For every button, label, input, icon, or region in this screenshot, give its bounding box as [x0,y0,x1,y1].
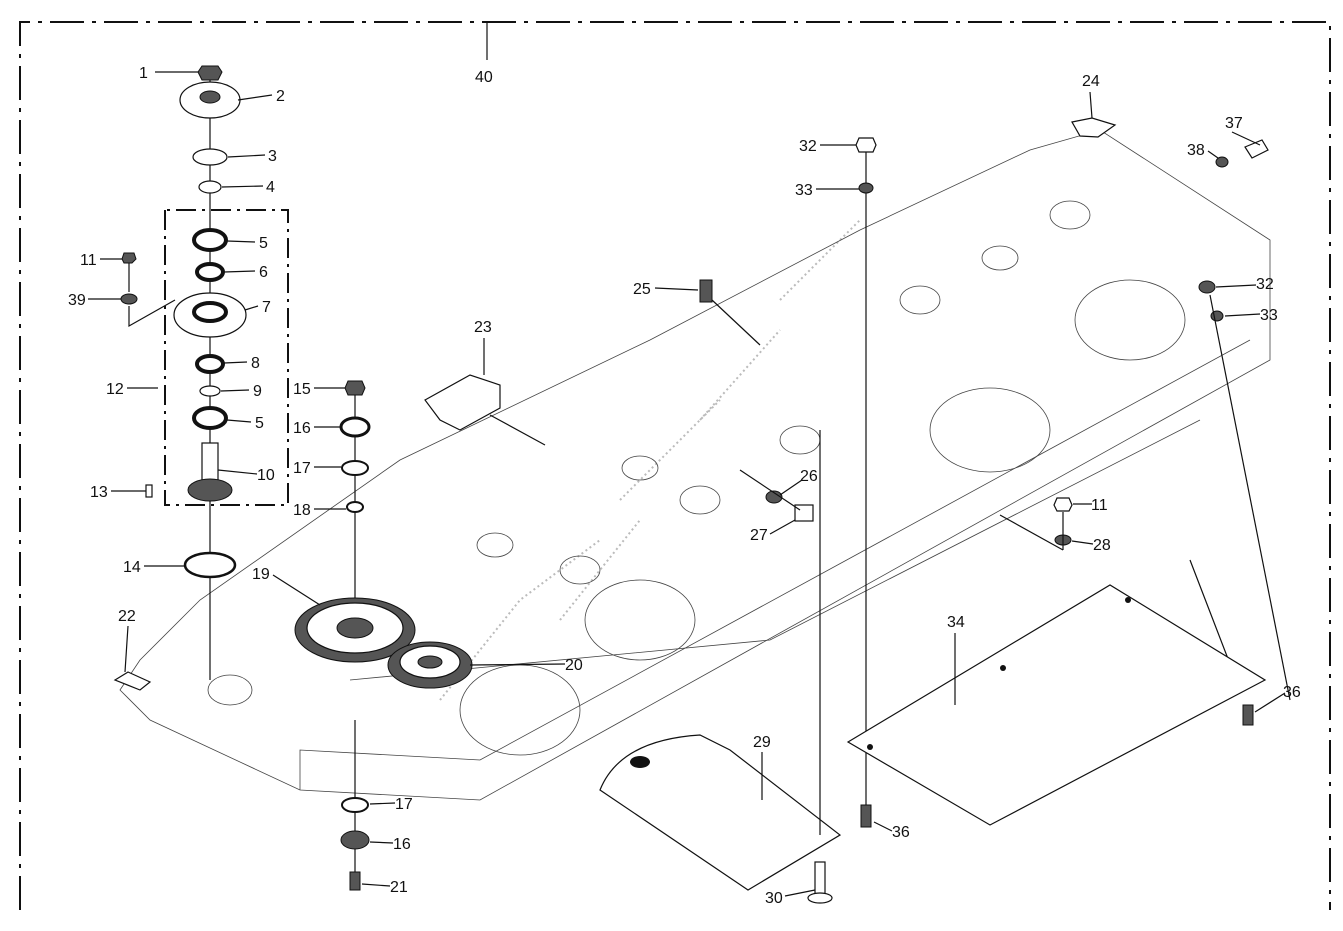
callout: 7 [262,299,271,316]
washer-3 [192,148,228,166]
bolt-36b [1242,704,1254,726]
callout: 17 [293,460,311,477]
nut-11 [121,252,137,264]
ring-4 [198,180,222,194]
callout: 2 [276,88,285,105]
callout: 11 [1091,497,1108,514]
ring-18 [346,501,364,513]
callout: 24 [1082,73,1100,90]
callout: 38 [1187,142,1205,159]
misc-parts [113,117,1291,904]
callout: 16 [393,836,411,853]
seal-6 [195,262,225,282]
cover-29 [599,734,842,891]
ring-17b [341,797,369,813]
watermark [439,219,861,701]
callout: 10 [257,467,275,484]
callout: 30 [765,890,783,907]
callout: 22 [118,608,136,625]
leader-lines [88,71,1286,897]
callout: 19 [252,566,270,583]
callout: 29 [753,734,771,751]
callout: 36 [1283,684,1301,701]
nut-15 [344,380,366,396]
callout: 11 [80,252,97,269]
callout: 17 [395,796,413,813]
guard-23 [424,374,501,431]
bearing-16 [339,416,371,438]
callout: 6 [259,264,268,281]
cutterbar-housing [119,129,1271,801]
skid-22 [113,671,152,691]
bolt-36 [860,804,872,828]
callout: 16 [293,420,311,437]
callout: 40 [475,69,493,86]
callout: 13 [90,484,108,501]
callout: 39 [68,292,86,309]
washer-33b [1210,310,1224,322]
callout: 25 [633,281,651,298]
washer-33 [858,182,874,194]
shaft-10 [201,442,219,484]
washer-39 [120,293,138,305]
bearing-16b [340,830,370,850]
callout: 3 [268,148,277,165]
callout-labels: 1 2 3 4 5 6 7 11 39 8 9 12 5 15 16 17 18… [68,65,1301,907]
callout: 34 [947,614,965,631]
callout: 20 [565,657,583,674]
drive-stack [120,65,289,680]
callout: 8 [251,355,260,372]
nut-32 [855,137,877,153]
bearing-5 [192,228,228,252]
cover-34 [846,584,1267,826]
callout: 27 [750,527,768,544]
nut-32b [1198,280,1216,294]
callout: 5 [259,235,268,252]
pin-13 [145,484,153,498]
callout: 21 [390,879,408,896]
callout: 28 [1093,537,1111,554]
assembly-frame [19,21,1331,910]
seal-8 [195,354,225,374]
callout: 9 [253,383,262,400]
callout: 18 [293,502,311,519]
stud-25 [699,279,713,303]
callout: 23 [474,319,492,336]
callout: 36 [892,824,910,841]
bolt-21 [349,871,361,891]
callout: 5 [255,415,264,432]
callout: 12 [106,381,124,398]
callout: 33 [795,182,813,199]
callout: 32 [1256,276,1274,293]
pinion-10 [187,478,233,502]
ring-38 [1215,156,1229,168]
ring-17 [341,460,369,476]
nut-11b [1053,497,1073,512]
callout: 14 [123,559,141,576]
plug-27 [794,504,814,522]
callout: 37 [1225,115,1243,132]
bearing-5b [192,406,228,430]
circlip-9 [199,385,221,397]
washer-26 [765,490,783,504]
plug-37 [1244,139,1269,159]
callout: 1 [139,65,148,82]
bolt-30 [814,861,826,897]
gear-stack [294,380,473,891]
callout: 33 [1260,307,1278,324]
callout: 26 [800,468,818,485]
skid-24 [1071,117,1117,138]
callout: 4 [266,179,275,196]
oring-14 [183,551,237,579]
nut-1 [197,65,223,81]
callout: 32 [799,138,817,155]
callout: 15 [293,381,311,398]
